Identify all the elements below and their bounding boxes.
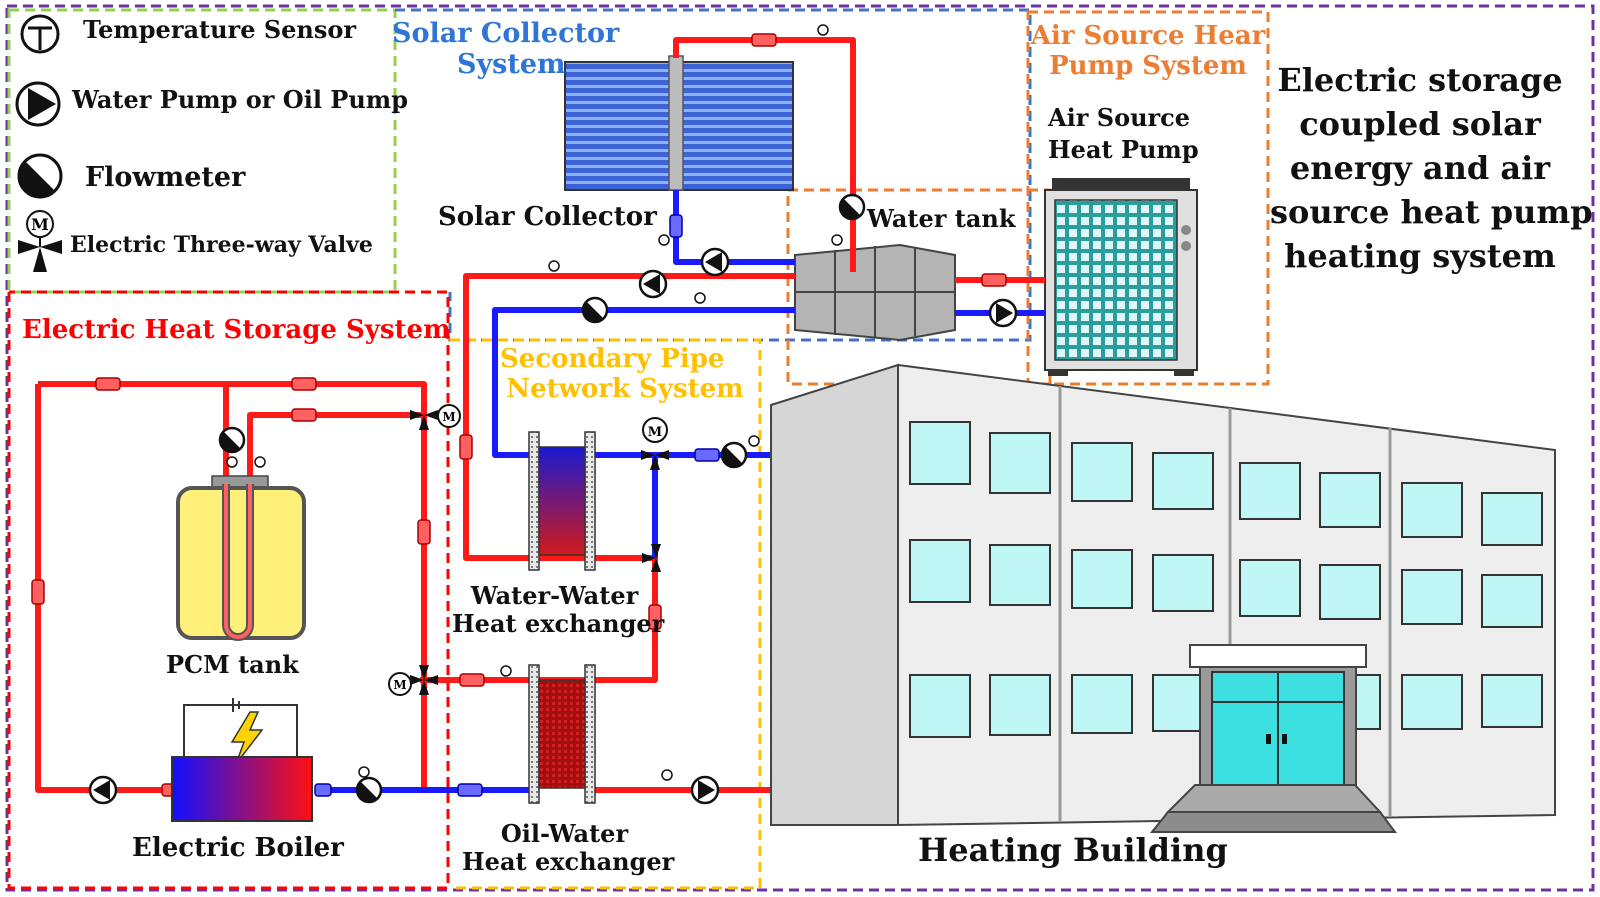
secondary-system-title: Secondary Pipe Network System [500, 344, 750, 405]
electric-boiler-label: Electric Boiler [132, 833, 344, 863]
ashp-system-border [1026, 10, 1270, 386]
flowmeter-icon [17, 153, 63, 199]
temperature-sensor-icon [20, 14, 60, 54]
svg-text:M: M [442, 410, 455, 424]
ww-hx-label: Water-Water Heat exchanger [452, 581, 665, 638]
secondary-system-title-line2: Network System [506, 373, 744, 404]
svg-text:M: M [393, 678, 406, 692]
building-label: Heating Building [918, 831, 1228, 869]
legend-flowmeter-label: Flowmeter [85, 162, 246, 193]
legend-temperature-sensor-label: Temperature Sensor [83, 15, 357, 44]
electric-boiler [171, 698, 313, 822]
pcm-tank-label: PCM tank [166, 650, 299, 679]
solar-collector-label: Solar Collector [438, 202, 657, 232]
ow-hx-label-line1: Oil-Water [500, 819, 629, 848]
pump-icon [988, 298, 1018, 328]
legend-border [7, 8, 397, 294]
solar-system-title: Solar Collector System [392, 18, 620, 81]
three-way-valve-icon [642, 544, 661, 572]
ww-hx-label-line1: Water-Water [470, 581, 639, 610]
ww-hx-label-line2: Heat exchanger [452, 608, 665, 638]
three-way-valve-icon: M [388, 665, 438, 696]
water-water-heat-exchanger [528, 431, 596, 571]
flowmeter-icon [720, 441, 748, 469]
ashp-system-title-line1: Air Source Hear [1030, 21, 1266, 51]
solar-system-border [395, 8, 1032, 342]
flowmeter-icon [355, 776, 383, 804]
solar-system-title-line2: System [457, 49, 566, 81]
diagram-title-line5: heating system [1284, 237, 1556, 275]
pump-icon [88, 775, 118, 805]
three-way-valve-icon: M [641, 417, 669, 470]
three-way-valve-icon: M [410, 404, 461, 430]
hot-pipes [35, 37, 1045, 793]
svg-text:M: M [648, 425, 662, 440]
electric-system-title: Electric Heat Storage System [22, 315, 451, 345]
ow-hx-label: Oil-Water Heat exchanger [462, 819, 675, 876]
water-tank-label: Water tank [867, 204, 1016, 233]
pcm-tank [176, 475, 306, 641]
pump-icon [638, 269, 668, 299]
svg-text:M: M [31, 215, 49, 234]
diagram-title-line2: coupled solar [1299, 105, 1541, 143]
pump-icon [15, 81, 61, 127]
electric-system-border [7, 290, 450, 890]
flowmeter-icon [838, 193, 866, 221]
temperature-sensor-icon [226, 24, 843, 781]
ashp-label: Air Source Heat Pump [1048, 104, 1199, 163]
flowmeter-icon [581, 296, 609, 324]
flowmeter-icon [218, 426, 246, 454]
air-source-heat-pump [1044, 178, 1198, 376]
secondary-system-title-line1: Secondary Pipe [500, 344, 725, 374]
heating-building [770, 363, 1556, 833]
diagram-title-line4: source heat pump [1270, 193, 1593, 231]
outer-border [5, 4, 1595, 892]
ashp-label-line1: Air Source [1048, 103, 1191, 132]
pump-icon [700, 247, 730, 277]
ashp-label-line2: Heat Pump [1048, 134, 1199, 164]
diagram-title-line1: Electric storage [1277, 61, 1563, 99]
legend-pump-label: Water Pump or Oil Pump [72, 85, 408, 114]
pump-icon [690, 775, 720, 805]
ashp-system-title: Air Source Hear Pump System [1028, 21, 1268, 82]
diagram-title: Electric storage coupled solar energy an… [1270, 58, 1593, 278]
water-tank [794, 243, 956, 342]
secondary-system-border [450, 338, 762, 890]
ow-hx-label-line2: Heat exchanger [462, 846, 675, 876]
ashp-system-title-line2: Pump System [1049, 50, 1247, 81]
three-way-valve-icon: M [18, 210, 62, 272]
legend-valve-label: Electric Three-way Valve [70, 232, 373, 258]
diagram-title-line3: energy and air [1289, 149, 1551, 187]
oil-water-heat-exchanger [528, 664, 596, 804]
solar-system-title-line1: Solar Collector [392, 18, 620, 49]
